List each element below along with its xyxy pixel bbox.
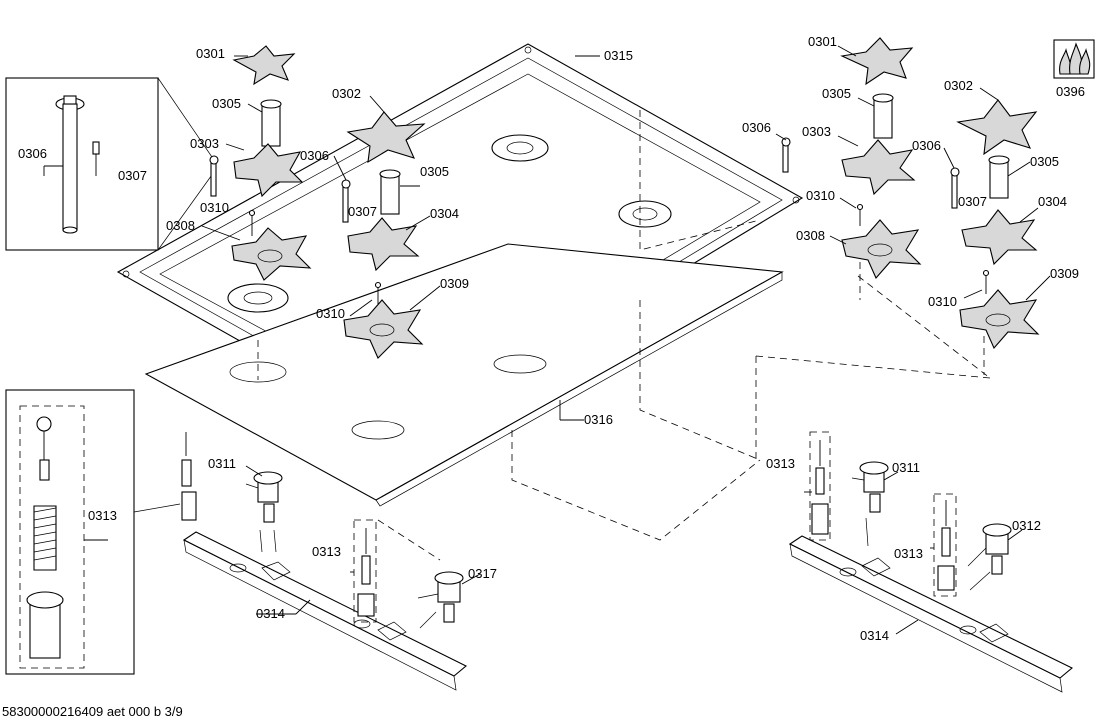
callout-0307: 0307 [118, 168, 147, 183]
callout-0316: 0316 [584, 412, 613, 427]
callout-0317: 0317 [468, 566, 497, 581]
callout-0309: 0309 [1050, 266, 1079, 281]
callout-0305: 0305 [420, 164, 449, 179]
callout-0302: 0302 [944, 78, 973, 93]
callout-0396: 0396 [1056, 84, 1085, 99]
callout-0301: 0301 [808, 34, 837, 49]
callout-0313: 0313 [88, 508, 117, 523]
burner-group-right-top [775, 37, 922, 280]
callout-0312: 0312 [1012, 518, 1041, 533]
detail-box-thermocouple [5, 389, 181, 675]
callout-labels: 0301 0301 0302 0302 0303 0303 0304 0304 … [18, 34, 1085, 643]
callout-0305: 0305 [1030, 154, 1059, 169]
assembly-guide-lines [257, 110, 991, 561]
callout-0310: 0310 [200, 200, 229, 215]
callout-0311: 0311 [208, 456, 236, 471]
valve-rail-left [181, 432, 481, 691]
burner-group-left [201, 45, 312, 281]
callout-0313: 0313 [894, 546, 923, 561]
callout-0310: 0310 [928, 294, 957, 309]
callout-0304: 0304 [1038, 194, 1067, 209]
document-code: 58300000216409 aet 000 b 3/9 [2, 704, 183, 719]
burner-group-center [333, 95, 441, 359]
callout-0306: 0306 [912, 138, 941, 153]
callout-0306: 0306 [300, 148, 329, 163]
callout-0304: 0304 [430, 206, 459, 221]
callout-0308: 0308 [166, 218, 195, 233]
callout-0306: 0306 [18, 146, 47, 161]
callout-0313: 0313 [312, 544, 341, 559]
callout-0309: 0309 [440, 276, 469, 291]
callout-0305: 0305 [212, 96, 241, 111]
callout-0303: 0303 [802, 124, 831, 139]
callout-0315: 0315 [604, 48, 633, 63]
detail-box-pin [5, 77, 215, 251]
callout-0307: 0307 [348, 204, 377, 219]
callout-0307: 0307 [958, 194, 987, 209]
hob-under-plate [144, 243, 784, 507]
callout-0303: 0303 [190, 136, 219, 151]
callout-0314: 0314 [860, 628, 889, 643]
callout-0302: 0302 [332, 86, 361, 101]
callout-0314: 0314 [256, 606, 285, 621]
gas-flame-icon [1053, 39, 1095, 79]
callout-0311: 0311 [892, 460, 920, 475]
callout-0310: 0310 [316, 306, 345, 321]
callout-0313: 0313 [766, 456, 795, 471]
callout-0308: 0308 [796, 228, 825, 243]
valve-rail-right [788, 431, 1074, 693]
callout-0301: 0301 [196, 46, 225, 61]
callout-0306: 0306 [742, 120, 771, 135]
callout-0310: 0310 [806, 188, 835, 203]
callout-0305: 0305 [822, 86, 851, 101]
burner-group-right-bottom [943, 87, 1051, 350]
